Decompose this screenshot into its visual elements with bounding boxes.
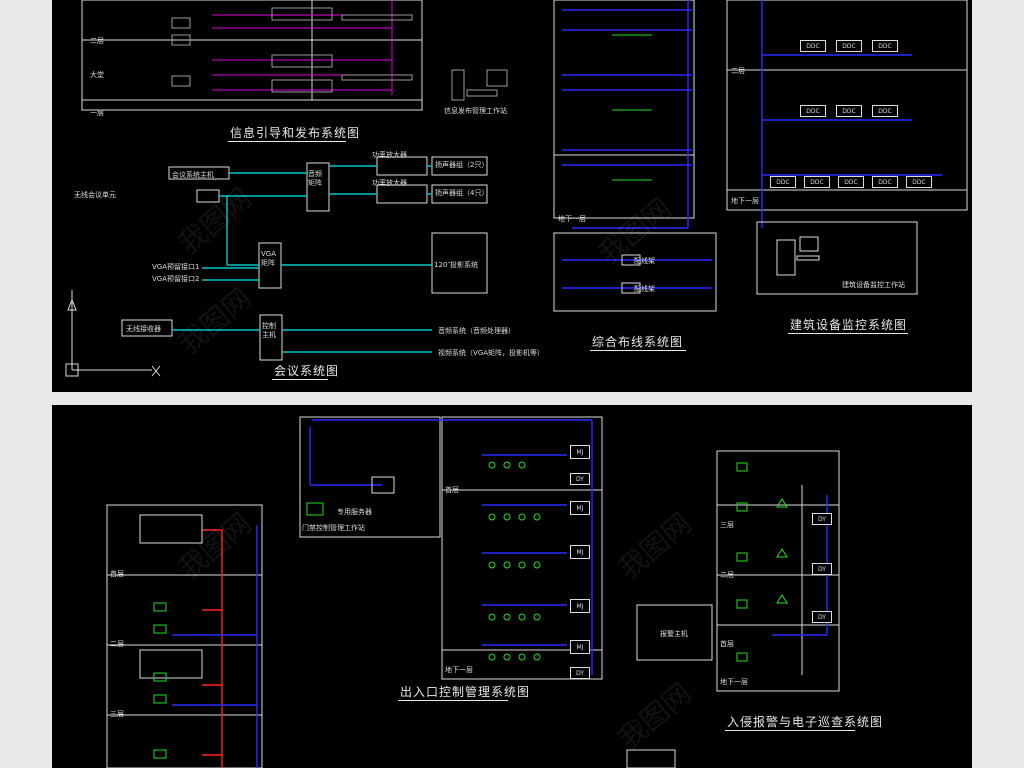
title-intrusion-alarm: 入侵报警与电子巡查系统图	[727, 715, 884, 729]
mj-controller: MJ	[570, 545, 590, 559]
label-basement: 地下一层	[558, 215, 586, 223]
label-floor-2: 二层	[90, 37, 104, 45]
mj-controller: MJ	[570, 445, 590, 459]
label-floor-1-alarm: 首层	[720, 640, 734, 648]
mj-controller: MJ	[570, 640, 590, 654]
label-floor-1-ac: 首层	[445, 486, 459, 494]
mj-controller: MJ	[570, 501, 590, 515]
label-basement-ac: 地下一层	[445, 666, 473, 674]
label-floor-3-alarm: 三层	[720, 521, 734, 529]
label-projector: 120″投影系统	[434, 261, 478, 269]
ddc-box: DDC	[800, 105, 826, 117]
top-drawing-sheet: 二层 大堂 一层 信息发布管理工作站 信息引导和发布系统图 无线会议单元 会议系…	[52, 0, 972, 392]
label-floor-2-alarm: 二层	[720, 571, 734, 579]
dy-power: DY	[570, 667, 590, 679]
title-underline	[788, 333, 908, 334]
ddc-box: DDC	[800, 40, 826, 52]
label-basement-alarm: 地下一层	[720, 678, 748, 686]
label-info-ws: 信息发布管理工作站	[444, 107, 507, 115]
label-out-video: 视频系统（VGA矩阵，投影机等）	[438, 349, 545, 357]
label-floor-2-bms: 二层	[731, 67, 745, 75]
label-alarm-host: 报警主机	[660, 630, 688, 638]
ddc-box: DDC	[770, 176, 796, 188]
ddc-box: DDC	[906, 176, 932, 188]
title-info-release: 信息引导和发布系统图	[230, 126, 361, 140]
label-bms-ws: 建筑设备监控工作站	[842, 281, 905, 289]
label-audio-matrix: 音频矩阵	[308, 170, 322, 187]
label-floor-1: 一层	[90, 109, 104, 117]
title-underline	[272, 379, 328, 380]
dy-power-alarm: DY	[812, 563, 832, 575]
ddc-box: DDC	[872, 40, 898, 52]
label-out-audio: 音频系统（音频处理器）	[438, 327, 515, 335]
label-amp-2: 功率放大器	[372, 179, 407, 187]
label-speaker-1: 扬声器组（2只）	[435, 161, 489, 169]
ddc-box: DDC	[872, 176, 898, 188]
label-wireless-rx: 无线接收器	[126, 325, 161, 333]
label-pd-1: 配线架	[634, 257, 655, 265]
dy-power-alarm: DY	[812, 513, 832, 525]
label-floor-2-left: 二层	[110, 640, 124, 648]
label-card-ws: 门禁控制管理工作站	[302, 524, 365, 532]
ddc-box: DDC	[836, 105, 862, 117]
label-floor-3-left: 三层	[110, 710, 124, 718]
label-server: 专用服务器	[337, 508, 372, 516]
bottom-drawing-lines	[106, 416, 840, 768]
ddc-box: DDC	[836, 40, 862, 52]
mj-controller: MJ	[570, 599, 590, 613]
title-underline	[398, 700, 508, 701]
title-building-monitoring: 建筑设备监控系统图	[790, 318, 908, 332]
ddc-box: DDC	[872, 105, 898, 117]
title-underline	[725, 730, 855, 731]
dy-power: DY	[570, 473, 590, 485]
label-ctrl-host: 控制主机	[262, 322, 276, 339]
label-floor-1-left: 首层	[110, 570, 124, 578]
label-amp-1: 功率放大器	[372, 151, 407, 159]
title-conference: 会议系统图	[274, 364, 340, 378]
title-cabling: 综合布线系统图	[592, 335, 684, 349]
label-vga-in-1: VGA预留接口1	[152, 263, 200, 271]
title-access-control: 出入口控制管理系统图	[400, 685, 531, 699]
label-vga-in-2: VGA预留接口2	[152, 275, 200, 283]
dy-power-alarm: DY	[812, 611, 832, 623]
title-underline	[228, 141, 346, 142]
title-underline	[590, 350, 686, 351]
ddc-box: DDC	[838, 176, 864, 188]
top-drawing-lines	[65, 0, 968, 377]
label-speaker-2: 扬声器组（4只）	[435, 189, 489, 197]
label-pd-2: 配线架	[634, 285, 655, 293]
ddc-box: DDC	[804, 176, 830, 188]
label-basement-bms: 地下一层	[731, 197, 759, 205]
label-lobby: 大堂	[90, 71, 104, 79]
label-vga-matrix: VGA矩阵	[261, 250, 277, 267]
label-conf-host: 会议系统主机	[172, 171, 214, 179]
bottom-drawing-sheet: 首层 二层 三层 专用服务器 门禁控制管理工作站 首层 地下一层 MJ DY M…	[52, 405, 972, 768]
label-wireless-unit: 无线会议单元	[74, 191, 116, 199]
